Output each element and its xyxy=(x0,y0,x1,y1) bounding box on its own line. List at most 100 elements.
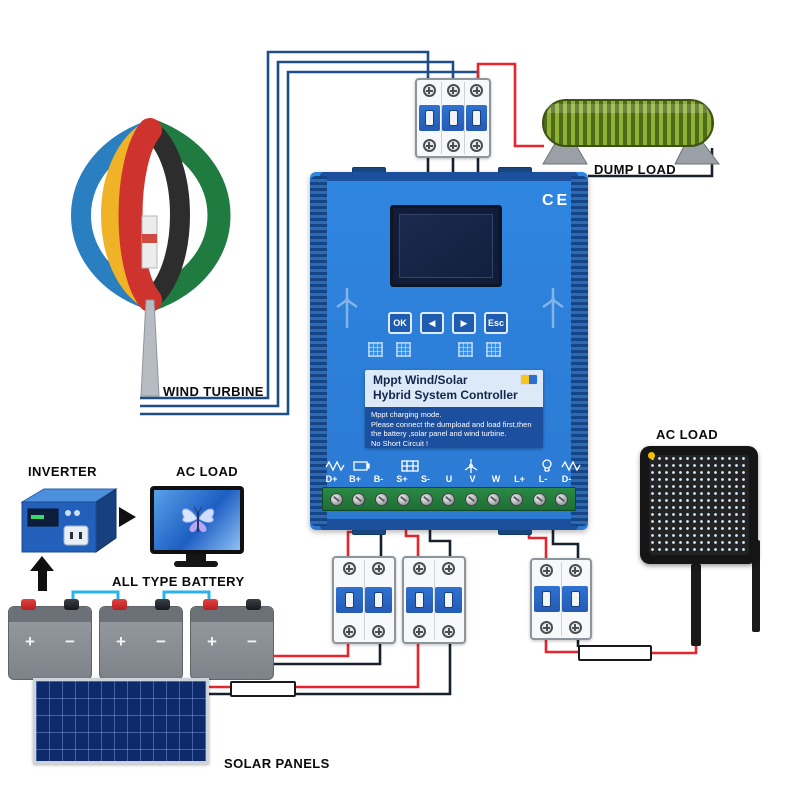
grid-decoration-icon xyxy=(368,342,383,357)
grid-decoration-icon xyxy=(458,342,473,357)
nameplate-title-line2: Hybrid System Controller xyxy=(373,388,518,402)
wire-dump-load-red xyxy=(476,62,544,148)
breaker-handle xyxy=(424,110,434,126)
terminal-labels-row: D+ B+ B- S+ S- U V W L+ L- D- xyxy=(320,474,578,484)
nameplate-title-line1: Mppt Wind/Solar xyxy=(373,373,468,387)
watermark-turbine-icon xyxy=(542,288,564,328)
warning-line: Mppt charging mode. xyxy=(371,410,442,419)
watermark-turbine-icon xyxy=(336,288,358,328)
terminal-screw-icon xyxy=(487,492,501,506)
battery-unit: + − xyxy=(190,599,274,680)
arrow-stem xyxy=(37,571,47,591)
screw-terminal-icon xyxy=(412,562,426,575)
breaker-band xyxy=(418,105,440,131)
ok-button: OK xyxy=(388,312,412,334)
breaker-pole xyxy=(442,82,466,154)
led-panel-light xyxy=(640,446,758,564)
battery-top xyxy=(100,607,182,622)
wind-turbine-label: WIND TURBINE xyxy=(163,384,264,399)
terminal-screw-icon xyxy=(464,492,478,506)
screw-terminal-icon xyxy=(540,621,554,634)
inverter-label: INVERTER xyxy=(28,464,97,479)
wire-led-out xyxy=(650,644,698,655)
breaker-pole xyxy=(435,560,464,640)
lamp-icon xyxy=(542,459,552,472)
prev-button: ◀ xyxy=(420,312,444,334)
battery-unit: + − xyxy=(8,599,92,680)
breaker-handle xyxy=(444,592,454,608)
terminal-screw-icon xyxy=(374,492,388,506)
breaker-band xyxy=(562,586,589,612)
heatsink-fin-right xyxy=(571,176,588,526)
brand-logo-icon xyxy=(520,374,538,385)
battery-positive-terminal xyxy=(203,599,218,610)
breaker-band xyxy=(533,586,560,612)
breaker-band xyxy=(365,587,393,613)
terminal-screw-icon xyxy=(419,492,433,506)
terminal-icons-row xyxy=(325,459,581,473)
screw-terminal-icon xyxy=(342,625,356,638)
butterfly-image xyxy=(181,506,215,533)
breaker-handle xyxy=(542,591,552,607)
screw-terminal-icon xyxy=(442,625,456,638)
inverter-button-icon xyxy=(65,510,71,516)
screw-terminal-icon xyxy=(540,564,554,577)
screw-terminal-icon xyxy=(422,139,436,152)
wire-battery-jumper xyxy=(162,590,211,602)
breaker-handle xyxy=(472,110,482,126)
heatsink-fin-left xyxy=(310,176,327,526)
grid-decoration-icon xyxy=(486,342,501,357)
controller-bottom-bar xyxy=(320,519,578,530)
breaker-pole xyxy=(533,562,562,636)
wind-circuit-breaker xyxy=(415,78,491,158)
dump-load-resistor xyxy=(542,99,720,165)
terminal-label: U xyxy=(445,474,453,484)
battery-icon xyxy=(353,461,370,471)
arrow-head xyxy=(30,556,54,571)
outlet-slot xyxy=(79,532,82,539)
solar-panel xyxy=(33,678,209,764)
breaker-band xyxy=(405,587,433,613)
terminal-label: V xyxy=(469,474,476,484)
terminal-label: B- xyxy=(373,474,384,484)
wind-turbine-icon xyxy=(464,459,478,473)
screw-terminal-icon xyxy=(470,84,484,97)
breaker-band xyxy=(466,105,488,131)
dump-load-coil xyxy=(542,99,714,147)
dump-load-highlight xyxy=(547,104,709,113)
breaker-pole xyxy=(418,82,442,154)
lcd-display xyxy=(390,205,502,287)
screw-terminal-icon xyxy=(470,139,484,152)
breaker-handle xyxy=(374,592,384,608)
resistor-icon xyxy=(561,460,581,472)
tv-monitor xyxy=(150,486,244,554)
screw-terminal-icon xyxy=(372,625,386,638)
inverter-outlet xyxy=(63,525,89,546)
nameplate-title-area: Mppt Wind/Solar Hybrid System Controller xyxy=(365,370,543,407)
screw-terminal-icon xyxy=(446,84,460,97)
breaker-handle xyxy=(414,592,424,608)
inverter xyxy=(20,488,118,553)
battery-negative-terminal xyxy=(155,599,170,610)
resistor-icon xyxy=(325,460,345,472)
screw-terminal-icon xyxy=(412,625,426,638)
screw-terminal-icon xyxy=(372,562,386,575)
turbine-blade-green xyxy=(138,118,231,312)
minus-sign: − xyxy=(156,632,166,651)
breaker-band xyxy=(435,587,463,613)
battery-positive-terminal xyxy=(112,599,127,610)
terminal-label: S+ xyxy=(396,474,408,484)
controller-nameplate: Mppt Wind/Solar Hybrid System Controller… xyxy=(365,370,543,448)
wire-led-red xyxy=(544,639,580,654)
minus-sign: − xyxy=(65,632,75,651)
warning-line: Please connect the dumpload and load fir… xyxy=(371,419,532,429)
battery-negative-terminal xyxy=(246,599,261,610)
cable-connector xyxy=(578,645,652,661)
turbine-mast xyxy=(140,299,160,397)
battery-unit: + − xyxy=(99,599,183,680)
terminal-label: B+ xyxy=(349,474,361,484)
screw-terminal-icon xyxy=(342,562,356,575)
outlet-slot xyxy=(70,532,73,539)
terminal-block xyxy=(322,487,576,511)
